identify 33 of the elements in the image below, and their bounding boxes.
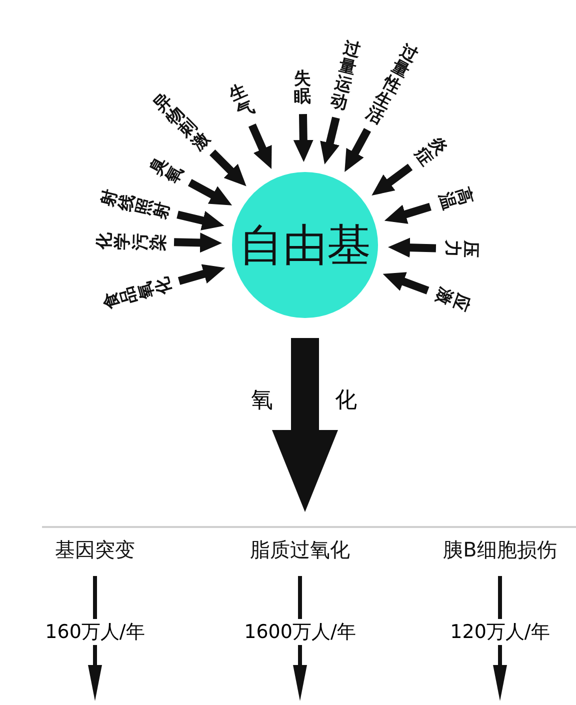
- cause-label: 过量性生活: [362, 42, 421, 130]
- big-arrow: [272, 338, 338, 512]
- edge-label: 120万人/年: [449, 619, 551, 645]
- outcome-label: 基因突变: [55, 536, 135, 564]
- outcome-label: 脂质过氧化: [250, 536, 350, 564]
- arrow: [372, 164, 413, 196]
- arrow-label: 化: [335, 387, 357, 415]
- arrow: [344, 128, 372, 172]
- cause-label: 异物刺激: [150, 91, 214, 155]
- cause-label: 过量运动: [328, 40, 364, 114]
- circle-node: 自由基: [232, 172, 378, 318]
- arrow: [210, 150, 246, 186]
- cause-label: 高温: [434, 185, 474, 214]
- edge-label: 1600万人/年: [243, 619, 357, 645]
- arrow: [178, 264, 226, 285]
- cause-label: 食品氧化: [102, 274, 176, 312]
- arrow: [320, 116, 340, 164]
- arrow-label: 氧: [251, 387, 273, 415]
- cause-label: 压力: [442, 238, 479, 259]
- cause-label: 应激: [431, 284, 472, 314]
- cause-label: 失眠: [292, 70, 312, 107]
- arrow: [293, 114, 314, 162]
- arrow: [176, 210, 224, 230]
- cause-label: 炎症: [410, 134, 450, 170]
- outcome-label: 胰B细胞损伤: [443, 536, 557, 564]
- edge-label: 160万人/年: [44, 619, 146, 645]
- arrow: [248, 124, 272, 170]
- arrow: [382, 272, 430, 294]
- cause-label: 臭氧: [148, 154, 188, 188]
- cause-label: 化学污染: [96, 231, 168, 252]
- cause-label: 射线照射: [100, 188, 174, 222]
- arrow: [188, 178, 232, 206]
- cause-label: 生气: [226, 82, 258, 122]
